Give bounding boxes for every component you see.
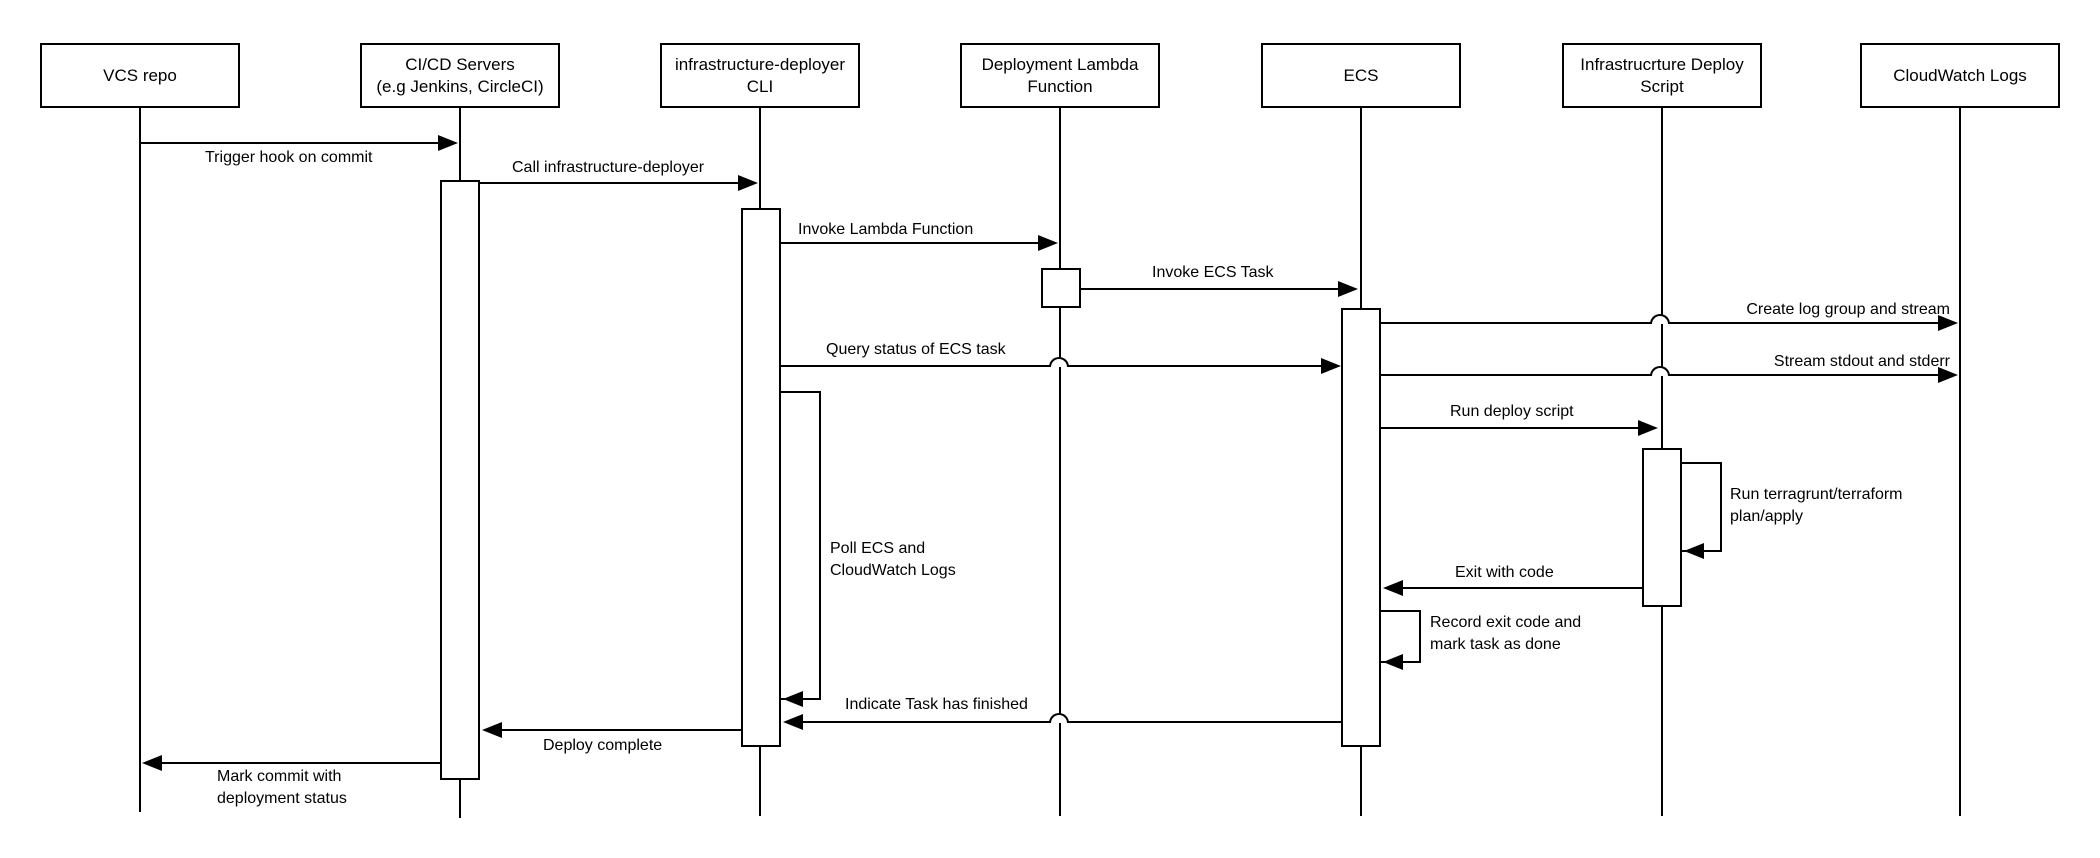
participant-label-cloudwatch-logs: CloudWatch Logs bbox=[1893, 65, 2027, 85]
message-arrow-indicate-finished bbox=[800, 721, 1341, 723]
arrowhead-mark-commit bbox=[142, 755, 162, 771]
arrowhead-deploy-complete bbox=[482, 722, 502, 738]
message-label-create-log-group: Create log group and stream bbox=[1746, 301, 1950, 318]
message-label-indicate-finished: Indicate Task has finished bbox=[845, 696, 1028, 713]
participant-box-infrastructure-deploy-script: Infrastrucrture Deploy Script bbox=[1562, 43, 1762, 108]
participant-box-infrastructure-deployer-cli: infrastructure-deployer CLI bbox=[660, 43, 860, 108]
lifeline-cloudwatch-logs bbox=[1959, 108, 1961, 816]
message-arrow-call-deployer bbox=[480, 182, 742, 184]
message-arrow-mark-commit bbox=[158, 762, 440, 764]
message-label-query-status: Query status of ECS task bbox=[826, 341, 1006, 358]
arrowhead-poll-loop bbox=[783, 691, 803, 707]
arrowhead-invoke-lambda bbox=[1038, 235, 1058, 251]
arrowhead-run-deploy-script bbox=[1638, 420, 1658, 436]
participant-box-cicd-servers: CI/CD Servers (e.g Jenkins, CircleCI) bbox=[360, 43, 560, 108]
message-label-call-deployer: Call infrastructure-deployer bbox=[512, 159, 705, 176]
message-label-run-deploy-script: Run deploy script bbox=[1450, 403, 1574, 420]
activation-infrastructure-deployer-cli bbox=[741, 208, 781, 747]
message-arrow-exit-with-code bbox=[1400, 587, 1642, 589]
message-label-mark-commit: Mark commit with deployment status bbox=[217, 768, 347, 807]
arrowhead-indicate-finished bbox=[783, 714, 803, 730]
lifeline-deployment-lambda-function bbox=[1059, 108, 1061, 816]
line-hop-stream-stdout bbox=[1650, 366, 1670, 376]
participant-box-vcs-repo: VCS repo bbox=[40, 43, 240, 108]
message-label-record-exit-code: Record exit code and mark task as done bbox=[1430, 614, 1582, 653]
message-label-trigger-hook: Trigger hook on commit bbox=[205, 149, 373, 166]
arrowhead-create-log-group bbox=[1938, 315, 1958, 331]
participant-box-cloudwatch-logs: CloudWatch Logs bbox=[1860, 43, 2060, 108]
message-arrow-invoke-ecs-task bbox=[1081, 288, 1342, 290]
arrowhead-call-deployer bbox=[738, 175, 758, 191]
message-label-invoke-ecs-task: Invoke ECS Task bbox=[1152, 264, 1274, 281]
activation-ecs bbox=[1341, 308, 1381, 747]
activation-infrastructure-deploy-script bbox=[1642, 448, 1682, 607]
lifeline-vcs-repo bbox=[139, 108, 141, 812]
participant-label-ecs: ECS bbox=[1343, 65, 1379, 85]
arrowhead-invoke-ecs-task bbox=[1338, 281, 1358, 297]
arrowhead-trigger-hook bbox=[438, 135, 458, 151]
arrowhead-record-exit-code bbox=[1383, 654, 1403, 670]
arrowhead-exit-with-code bbox=[1383, 580, 1403, 596]
message-arrow-deploy-complete bbox=[498, 729, 741, 731]
arrowhead-query-status bbox=[1321, 358, 1341, 374]
participant-label-infrastructure-deploy-script: Infrastrucrture Deploy Script bbox=[1580, 54, 1744, 96]
activation-deployment-lambda-function bbox=[1041, 268, 1081, 308]
message-label-invoke-lambda: Invoke Lambda Function bbox=[798, 221, 974, 238]
arrowhead-run-terragrunt bbox=[1684, 543, 1704, 559]
line-hop-indicate-finished bbox=[1049, 713, 1069, 723]
line-hop-query-status bbox=[1049, 357, 1069, 367]
message-label-stream-stdout: Stream stdout and stderr bbox=[1773, 353, 1950, 370]
activation-cicd-servers bbox=[440, 180, 480, 780]
participant-label-infrastructure-deployer-cli: infrastructure-deployer CLI bbox=[674, 54, 846, 96]
message-label-deploy-complete: Deploy complete bbox=[543, 737, 663, 754]
self-message-poll-loop bbox=[781, 391, 821, 700]
message-label-exit-with-code: Exit with code bbox=[1455, 564, 1554, 581]
participant-label-deployment-lambda-function: Deployment Lambda Function bbox=[981, 54, 1139, 96]
participant-box-ecs: ECS bbox=[1261, 43, 1461, 108]
participant-label-vcs-repo: VCS repo bbox=[103, 65, 177, 85]
participant-box-deployment-lambda-function: Deployment Lambda Function bbox=[960, 43, 1160, 108]
message-arrow-invoke-lambda bbox=[781, 242, 1042, 244]
self-message-run-terragrunt bbox=[1682, 462, 1722, 552]
line-hop-create-log-group bbox=[1650, 314, 1670, 324]
arrowhead-stream-stdout bbox=[1938, 367, 1958, 383]
message-arrow-trigger-hook bbox=[140, 142, 442, 144]
message-label-run-terragrunt: Run terragrunt/terraform plan/apply bbox=[1730, 486, 1903, 525]
participant-label-cicd-servers: CI/CD Servers (e.g Jenkins, CircleCI) bbox=[376, 54, 544, 96]
message-label-poll-loop: Poll ECS and CloudWatch Logs bbox=[830, 540, 956, 579]
message-arrow-run-deploy-script bbox=[1381, 427, 1640, 429]
